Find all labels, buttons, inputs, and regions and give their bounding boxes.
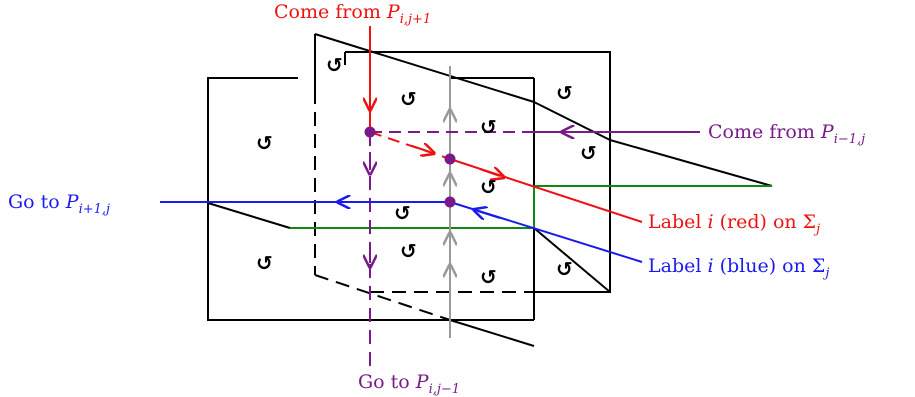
junction-dot-upper-left xyxy=(364,126,376,138)
junction-dot-lower xyxy=(444,196,456,208)
blue-path xyxy=(160,202,643,263)
counterclockwise-arrow-icon: ↺ xyxy=(480,265,497,289)
counterclockwise-arrow-icon: ↺ xyxy=(256,251,273,275)
slanted-plane-front-top xyxy=(533,101,611,141)
counterclockwise-arrow-icon: ↺ xyxy=(580,141,597,165)
blue-diagonal-arrow xyxy=(478,211,501,218)
counterclockwise-arrow-icon: ↺ xyxy=(256,131,273,155)
label-red-on-sigma: Label i (red) on Σj xyxy=(648,211,820,237)
red-solid-arrow xyxy=(479,169,500,176)
slanted-plane-lower-edge xyxy=(449,319,535,347)
counterclockwise-arrow-icon: ↺ xyxy=(400,87,417,111)
slanted-plane-top xyxy=(314,33,535,103)
label-blue-on-sigma: Label i (blue) on Σj xyxy=(648,255,829,281)
back-plane-edge xyxy=(345,51,611,293)
junction-points xyxy=(364,126,456,208)
hidden-edges xyxy=(314,90,534,321)
label-go-to-bottom: Go to Pi,j−1 xyxy=(358,371,460,397)
counterclockwise-arrow-icon: ↺ xyxy=(480,175,497,199)
junction-dot-center xyxy=(444,153,456,165)
counterclockwise-arrow-icon: ↺ xyxy=(556,81,573,105)
slanted-plane-lower-right xyxy=(533,227,611,293)
label-come-from-top: Come from Pi,j+1 xyxy=(274,1,431,27)
label-go-to-left: Go to Pi+1,j xyxy=(8,191,110,217)
counterclockwise-arrow-icon: ↺ xyxy=(556,257,573,281)
orientation-icons: ↺ ↺ ↺ ↺ ↺ ↺ ↺ ↺ ↺ ↺ ↺ ↺ xyxy=(256,53,597,289)
counterclockwise-arrow-icon: ↺ xyxy=(394,201,411,225)
slanted-plane-front-corner xyxy=(609,139,773,187)
counterclockwise-arrow-icon: ↺ xyxy=(400,239,417,263)
left-plane-edge xyxy=(207,77,450,321)
slanted-plane-bottom xyxy=(207,202,291,229)
red-solid-segment xyxy=(449,158,643,223)
red-dashed-segment xyxy=(369,131,451,160)
red-path xyxy=(369,26,643,223)
counterclockwise-arrow-icon: ↺ xyxy=(326,53,343,77)
label-come-from-right: Come from Pi−1,j xyxy=(708,121,865,147)
counterclockwise-arrow-icon: ↺ xyxy=(480,115,497,139)
purple-path xyxy=(370,132,700,370)
hidden-diagonal-edge xyxy=(314,274,451,321)
red-dashed-arrow xyxy=(411,146,430,152)
intersection-lines xyxy=(290,185,772,229)
